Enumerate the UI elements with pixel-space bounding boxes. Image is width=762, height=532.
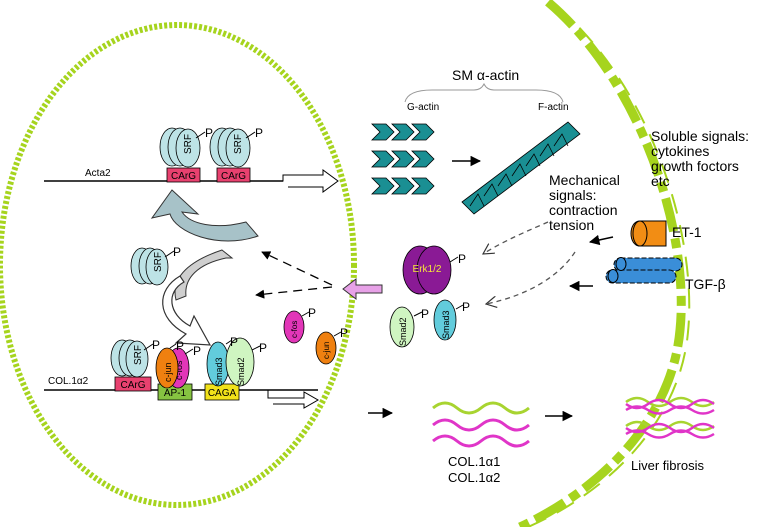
soluble-signals-line-4: etc [651, 173, 670, 189]
mechanical-signals-line-3: contraction [549, 202, 617, 218]
soluble-signals-line-3: growth foctors [651, 158, 739, 174]
mechanical-signals-line-4: tension [549, 217, 594, 233]
carg-box-1 [166, 167, 201, 183]
srf-label-col: SRF [133, 345, 144, 365]
smad-complex-nuclear: Smad3 Smad2 P P [206, 335, 267, 387]
mechanical-signals-line-2: signals: [549, 187, 596, 203]
cell-membrane [518, 0, 686, 532]
phospho-label-2: P [255, 126, 263, 140]
smad2-label-cyto: Smad2 [398, 317, 408, 346]
collagen-fibers [432, 401, 530, 448]
et1-label: ET-1 [672, 224, 702, 240]
col1a2-label: COL.1α2 [448, 470, 500, 485]
soluble-signals-line-2: cytokines [651, 143, 709, 159]
mechanical-signals-line-1: Mechanical [549, 172, 620, 188]
phospho-label-cfos: P [193, 344, 201, 358]
carg-label-2: CArG [221, 171, 246, 182]
srf-label-2: SRF [233, 134, 244, 154]
actin-bracket [404, 82, 564, 103]
curved-arrow-down [162, 275, 212, 346]
smad3-label-nuclear: Smad3 [214, 357, 224, 386]
cell-membrane-inner [527, 5, 691, 528]
f-actin-label: F-actin [538, 102, 569, 113]
cfos-cytoplasm: c-fos P [283, 306, 316, 344]
srf-label-1: SRF [183, 134, 194, 154]
mechanical-arrow-to-erk [483, 221, 549, 254]
smad3-label-cyto: Smad3 [441, 310, 451, 339]
carg-box-2 [216, 167, 251, 183]
curved-arrow-up [150, 189, 259, 242]
smad2-label-nuclear: Smad2 [236, 357, 246, 386]
acta2-tss-arrow [282, 169, 339, 193]
ap1-complex: c-fos c-jun P P [155, 339, 201, 389]
carg-box-col [114, 376, 152, 392]
mechanical-arrow-to-smad [486, 251, 576, 304]
tgfb-receptor [605, 257, 683, 284]
nucleus-membrane [0, 22, 357, 508]
g-actin-label: G-actin [407, 102, 439, 113]
phospho-label-erk: P [458, 252, 466, 266]
col1a2-gene-label: COL.1α2 [48, 376, 89, 387]
phospho-label-cfos-c: P [308, 306, 316, 320]
carg-label-col: CArG [121, 380, 146, 391]
pink-nuclear-arrow [342, 277, 383, 301]
erk-label: Erk1/2 [413, 264, 442, 275]
phospho-label-smad3-c: P [462, 300, 470, 314]
soluble-signals-line-1: Soluble signals: [651, 128, 749, 144]
srf-dimer-1: SRF P [159, 126, 213, 168]
phospho-label-free: P [173, 245, 181, 259]
phospho-label-smad2-n: P [259, 341, 267, 355]
caga-label: CAGA [208, 388, 237, 399]
phospho-label-smad3-n: P [230, 335, 238, 349]
acta2-label: Acta2 [85, 168, 111, 179]
liver-fibrosis-label: Liver fibrosis [631, 458, 704, 473]
cfos-label-nuclear: c-fos [174, 360, 184, 380]
fibrosis-fibers [625, 396, 715, 439]
phospho-label-smad2-c: P [421, 307, 429, 321]
phospho-label-cjun: P [176, 339, 184, 353]
srf-free: SRF P [130, 245, 181, 286]
cfos-label-cyto: c-fos [290, 321, 299, 338]
carg-label-1: CArG [171, 171, 196, 182]
col1a2-tss-arrow [267, 390, 320, 409]
g-actin-monomers [371, 123, 435, 195]
dashed-arrow-to-srf [261, 251, 333, 286]
cjun-label-cyto: c-jun [322, 342, 331, 359]
cjun-cytoplasm: c-jun P [315, 326, 348, 365]
tgfb-label: TGF-β [685, 276, 726, 292]
smad-cytoplasm: Smad2 P Smad3 P [389, 299, 470, 348]
et1-arrow [588, 234, 614, 246]
srf-dimer-2: SRF P [209, 126, 263, 168]
phospho-label-cjun-c: P [340, 326, 348, 340]
sm-actin-label: SM α-actin [452, 67, 519, 83]
srf-dimer-col: SRF P [110, 338, 160, 378]
srf-label-free: SRF [153, 252, 164, 272]
col1a1-label: COL.1α1 [448, 454, 500, 469]
phospho-label-1: P [205, 126, 213, 140]
phospho-label-col-srf: P [152, 338, 160, 352]
et1-receptor [630, 220, 667, 247]
curved-arrow-middle [174, 249, 234, 301]
ap1-label: AP-1 [164, 388, 187, 399]
dashed-arrow-to-col [255, 286, 333, 299]
erk-complex: P [402, 245, 466, 295]
f-actin-filament [461, 121, 581, 215]
cjun-label-nuclear: c-jun [163, 362, 173, 382]
